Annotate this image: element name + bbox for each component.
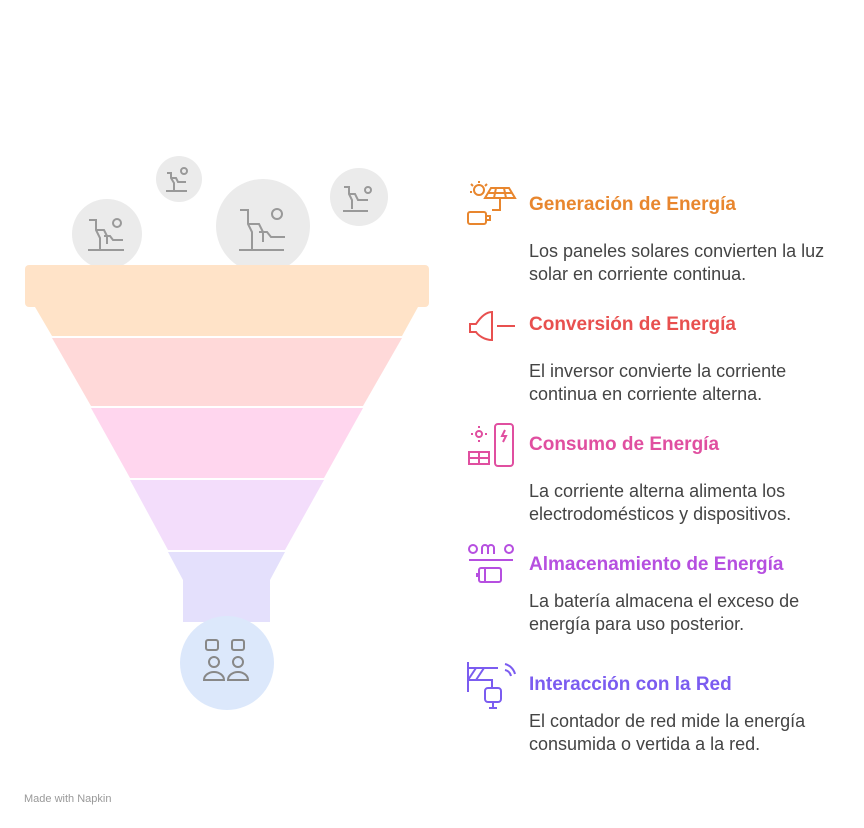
step-description: La corriente alterna alimenta los electr…: [529, 481, 792, 524]
battery-storage-icon: [468, 544, 514, 583]
input-bubbles: [72, 156, 388, 273]
step-description: El contador de red mide la energía consu…: [529, 711, 806, 754]
step-description: Los paneles solares convierten la luz so…: [529, 241, 825, 284]
plug-users-icon: [202, 639, 250, 681]
step-title: Interacción con la Red: [529, 674, 732, 695]
grid-meter-icon: [467, 662, 516, 709]
step-title: Almacenamiento de Energía: [529, 554, 784, 575]
bubble-sun-cliff: [330, 168, 388, 226]
cliff-sun-icon: [88, 167, 372, 251]
step-description: El inversor convierte la corriente conti…: [529, 361, 787, 404]
step-description: La batería almacena el exceso de energía…: [529, 591, 800, 634]
bubble-sun-cliff: [216, 179, 310, 273]
funnel-layer-consumption: [91, 408, 363, 478]
step-title: Conversión de Energía: [529, 314, 736, 335]
funnel-output-circle: [180, 616, 274, 710]
step-title: Generación de Energía: [529, 194, 736, 215]
napkin-credit: Made with Napkin: [24, 793, 112, 805]
funnel-diagram: [25, 156, 429, 710]
inverter-plug-icon: [469, 310, 515, 342]
bubble-sun-cliff: [156, 156, 202, 202]
funnel-layer-storage: [130, 480, 324, 550]
funnel-layer-generation: [25, 265, 429, 307]
solar-appliance-icon: [468, 423, 514, 467]
step-title: Consumo de Energía: [529, 434, 720, 455]
funnel-layer-conversion: [52, 338, 402, 406]
funnel-layer-grid: [168, 552, 285, 622]
solar-panel-battery-icon: [467, 181, 517, 225]
funnel-layer-generation-base: [35, 307, 418, 336]
